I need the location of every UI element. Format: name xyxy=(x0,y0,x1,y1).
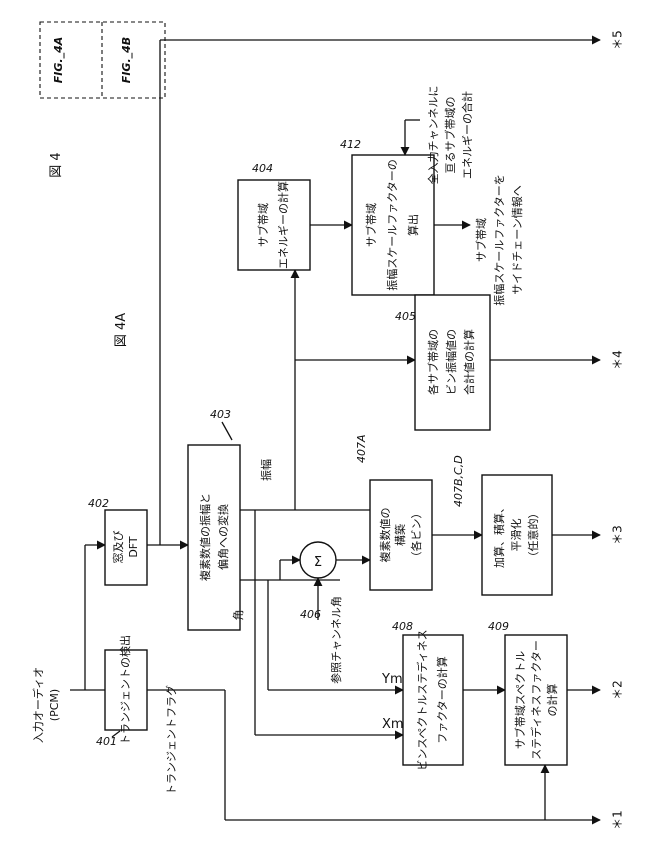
subfigure-label: 図 4A xyxy=(114,313,129,347)
block-403-mag-angle-convert xyxy=(188,445,240,630)
input-label-line2: (PCM) xyxy=(48,689,61,721)
block-412-text-2: 振幅スケールファクターの xyxy=(385,159,399,291)
ref-405: 405 xyxy=(395,310,416,323)
terminal-2: ＊2 xyxy=(611,680,625,700)
block-409-text-3: の計算 xyxy=(545,684,559,717)
sigma-symbol: Σ xyxy=(314,555,322,570)
block-409-text-1: サブ帯域スペクトル xyxy=(513,651,527,749)
block-401-text: トランジェントの検出 xyxy=(118,635,132,745)
transient-flag-label: トランジェントフラグ xyxy=(164,685,178,795)
block-402-text-1: 窓及び xyxy=(111,531,125,564)
terminal-1: ＊1 xyxy=(611,810,625,830)
ref-408: 408 xyxy=(392,620,413,633)
ref-412: 412 xyxy=(340,138,361,151)
ref-407b: 407B,C,D xyxy=(452,455,465,507)
xm-label: Xm xyxy=(382,717,404,732)
block-407b-text-2: 平滑化 xyxy=(509,519,523,552)
amplitude-label: 振幅 xyxy=(259,459,273,481)
block-405-text-1: 各サブ帯域の xyxy=(426,329,440,395)
block-407a-text-3: （各ビン） xyxy=(409,508,423,563)
fig-panel-4a: FIG._4A xyxy=(52,37,65,83)
block-409-text-2: ステディネスファクター xyxy=(529,640,543,760)
ref-403: 403 xyxy=(210,408,231,421)
figure-number: 図 4 xyxy=(49,152,64,177)
block-408-text-1: ビンスペクトルステディネス xyxy=(415,629,429,770)
sidechain-label-3: サイドチェーン情報へ xyxy=(511,185,524,294)
terminal-4: ＊4 xyxy=(611,350,625,370)
block-408-text-2: ファクターの計算 xyxy=(435,656,449,744)
block-407a-text-2: 構築 xyxy=(393,524,407,546)
ym-label: Ym xyxy=(381,672,403,687)
block-404-energy xyxy=(238,180,310,270)
reference-angle-label: 参照チャンネル角 xyxy=(329,596,343,684)
block-412-text-1: サブ帯域 xyxy=(364,203,378,247)
block-403-text-1: 複素数値の振幅と xyxy=(198,493,212,581)
energy-sum-label-2: 亘るサブ帯域の xyxy=(443,97,457,174)
sidechain-label-1: サブ帯域 xyxy=(474,218,488,262)
terminal-5: ＊5 xyxy=(611,30,625,50)
block-402-text-2: DFT xyxy=(127,536,140,558)
block-405-text-2: ビン振幅値の xyxy=(444,329,458,395)
ref-404: 404 xyxy=(252,162,273,175)
block-405-text-3: 合計値の計算 xyxy=(462,329,476,395)
sidechain-label-2: 振幅スケールファクターを xyxy=(492,174,506,306)
fig-panel-4b: FIG._4B xyxy=(120,37,133,83)
ref-407a: 407A xyxy=(355,434,368,463)
block-404-text-2: エネルギーの計算 xyxy=(276,181,290,269)
block-412-text-3: 算出 xyxy=(406,214,420,236)
ref-402: 402 xyxy=(88,497,109,510)
energy-sum-label-3: エネルギーの合計 xyxy=(460,91,474,179)
block-408-bin-steadiness xyxy=(403,635,463,765)
ref-401: 401 xyxy=(96,735,117,748)
input-label-line1: 入力オーディオ xyxy=(31,667,45,743)
block-404-text-1: サブ帯域 xyxy=(256,203,270,247)
block-407a-text-1: 複素数値の xyxy=(378,508,392,563)
block-403-text-2: 偏角への変換 xyxy=(216,504,230,570)
terminal-3: ＊3 xyxy=(611,525,625,545)
block-407b-text-3: （任意的） xyxy=(526,508,540,563)
block-407b-text-1: 加算、積算、 xyxy=(492,502,506,568)
angle-label: 角 xyxy=(232,610,245,621)
energy-sum-label-1: 全入力チャンネルに xyxy=(426,86,440,185)
ref-409: 409 xyxy=(488,620,509,633)
ref-406: 406 xyxy=(300,608,321,621)
